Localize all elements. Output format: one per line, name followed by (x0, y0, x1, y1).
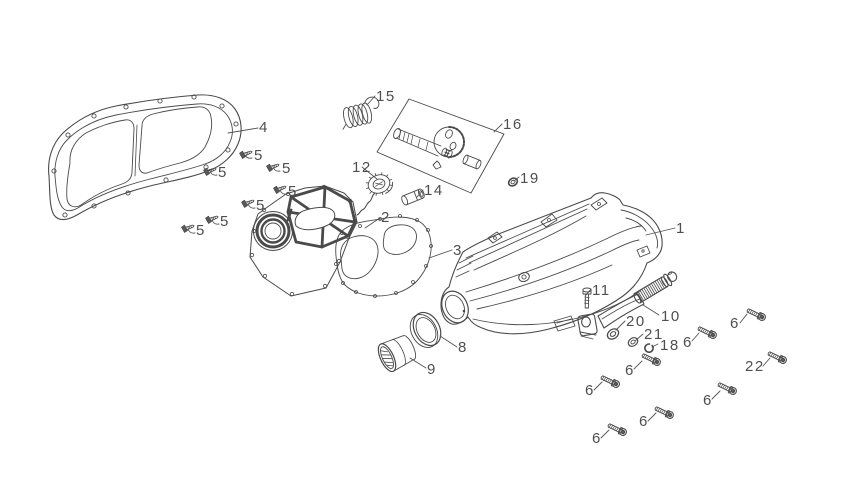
leader-lines (187, 95, 771, 439)
callout-part-10: 10 (661, 308, 681, 325)
callout-part-20: 20 (626, 313, 646, 330)
callout-part-16: 16 (503, 116, 523, 133)
callout-part-5-6: 5 (220, 213, 230, 230)
callout-part-22: 22 (745, 358, 765, 375)
callout-part-3: 3 (453, 242, 463, 259)
part-1-crankcase-cover-drawing (440, 192, 663, 335)
part-10-kickstart-lever-drawing (577, 271, 678, 340)
part-9-intake-duct-drawing (377, 335, 417, 373)
callout-part-5-5: 5 (256, 197, 266, 214)
part-4-outer-gasket-drawing (48, 94, 242, 221)
callout-part-9: 9 (427, 361, 437, 378)
callout-part-1: 1 (676, 220, 686, 237)
callout-part-11: 11 (592, 282, 611, 299)
callout-part-6-7: 6 (592, 430, 602, 447)
part-16-kickstart-spindle-kit-drawing (376, 98, 505, 194)
part-8-seal-ring-drawing (409, 311, 442, 348)
part-20-washer-drawing (606, 328, 620, 340)
part-12-ratchet-gear-drawing (356, 172, 394, 216)
callout-part-5-2: 5 (282, 160, 292, 177)
callout-part-19: 19 (520, 170, 540, 187)
callout-part-12: 12 (352, 159, 372, 176)
callout-part-8: 8 (458, 339, 468, 356)
callout-part-14: 14 (424, 182, 444, 199)
part-22-bolt-drawing (766, 349, 789, 366)
callout-part-5-3: 5 (218, 164, 228, 181)
callout-part-4: 4 (259, 119, 269, 136)
callout-part-5-1: 5 (254, 147, 264, 164)
part-3-gasket-drawing (334, 214, 433, 298)
part-15-return-spring-drawing (342, 96, 380, 130)
callout-part-2: 2 (381, 209, 391, 226)
callout-part-6-4: 6 (585, 382, 595, 399)
callout-part-18: 18 (660, 337, 680, 354)
callout-part-6-5: 6 (703, 392, 713, 409)
part-11-flange-bolt-drawing (582, 287, 592, 309)
part-21-washer-drawing (627, 337, 639, 347)
callout-part-6-3: 6 (625, 362, 635, 379)
callout-part-5-4: 5 (288, 183, 298, 200)
callout-part-6-2: 6 (683, 334, 693, 351)
callout-part-5-7: 5 (196, 222, 206, 239)
part-2-inner-plate-drawing (249, 184, 358, 297)
callout-part-6-6: 6 (639, 413, 649, 430)
part-18-circlip-drawing (644, 343, 654, 353)
callout-part-15: 15 (376, 88, 396, 105)
callout-part-6-1: 6 (730, 315, 740, 332)
callout-part-21: 21 (644, 326, 664, 343)
